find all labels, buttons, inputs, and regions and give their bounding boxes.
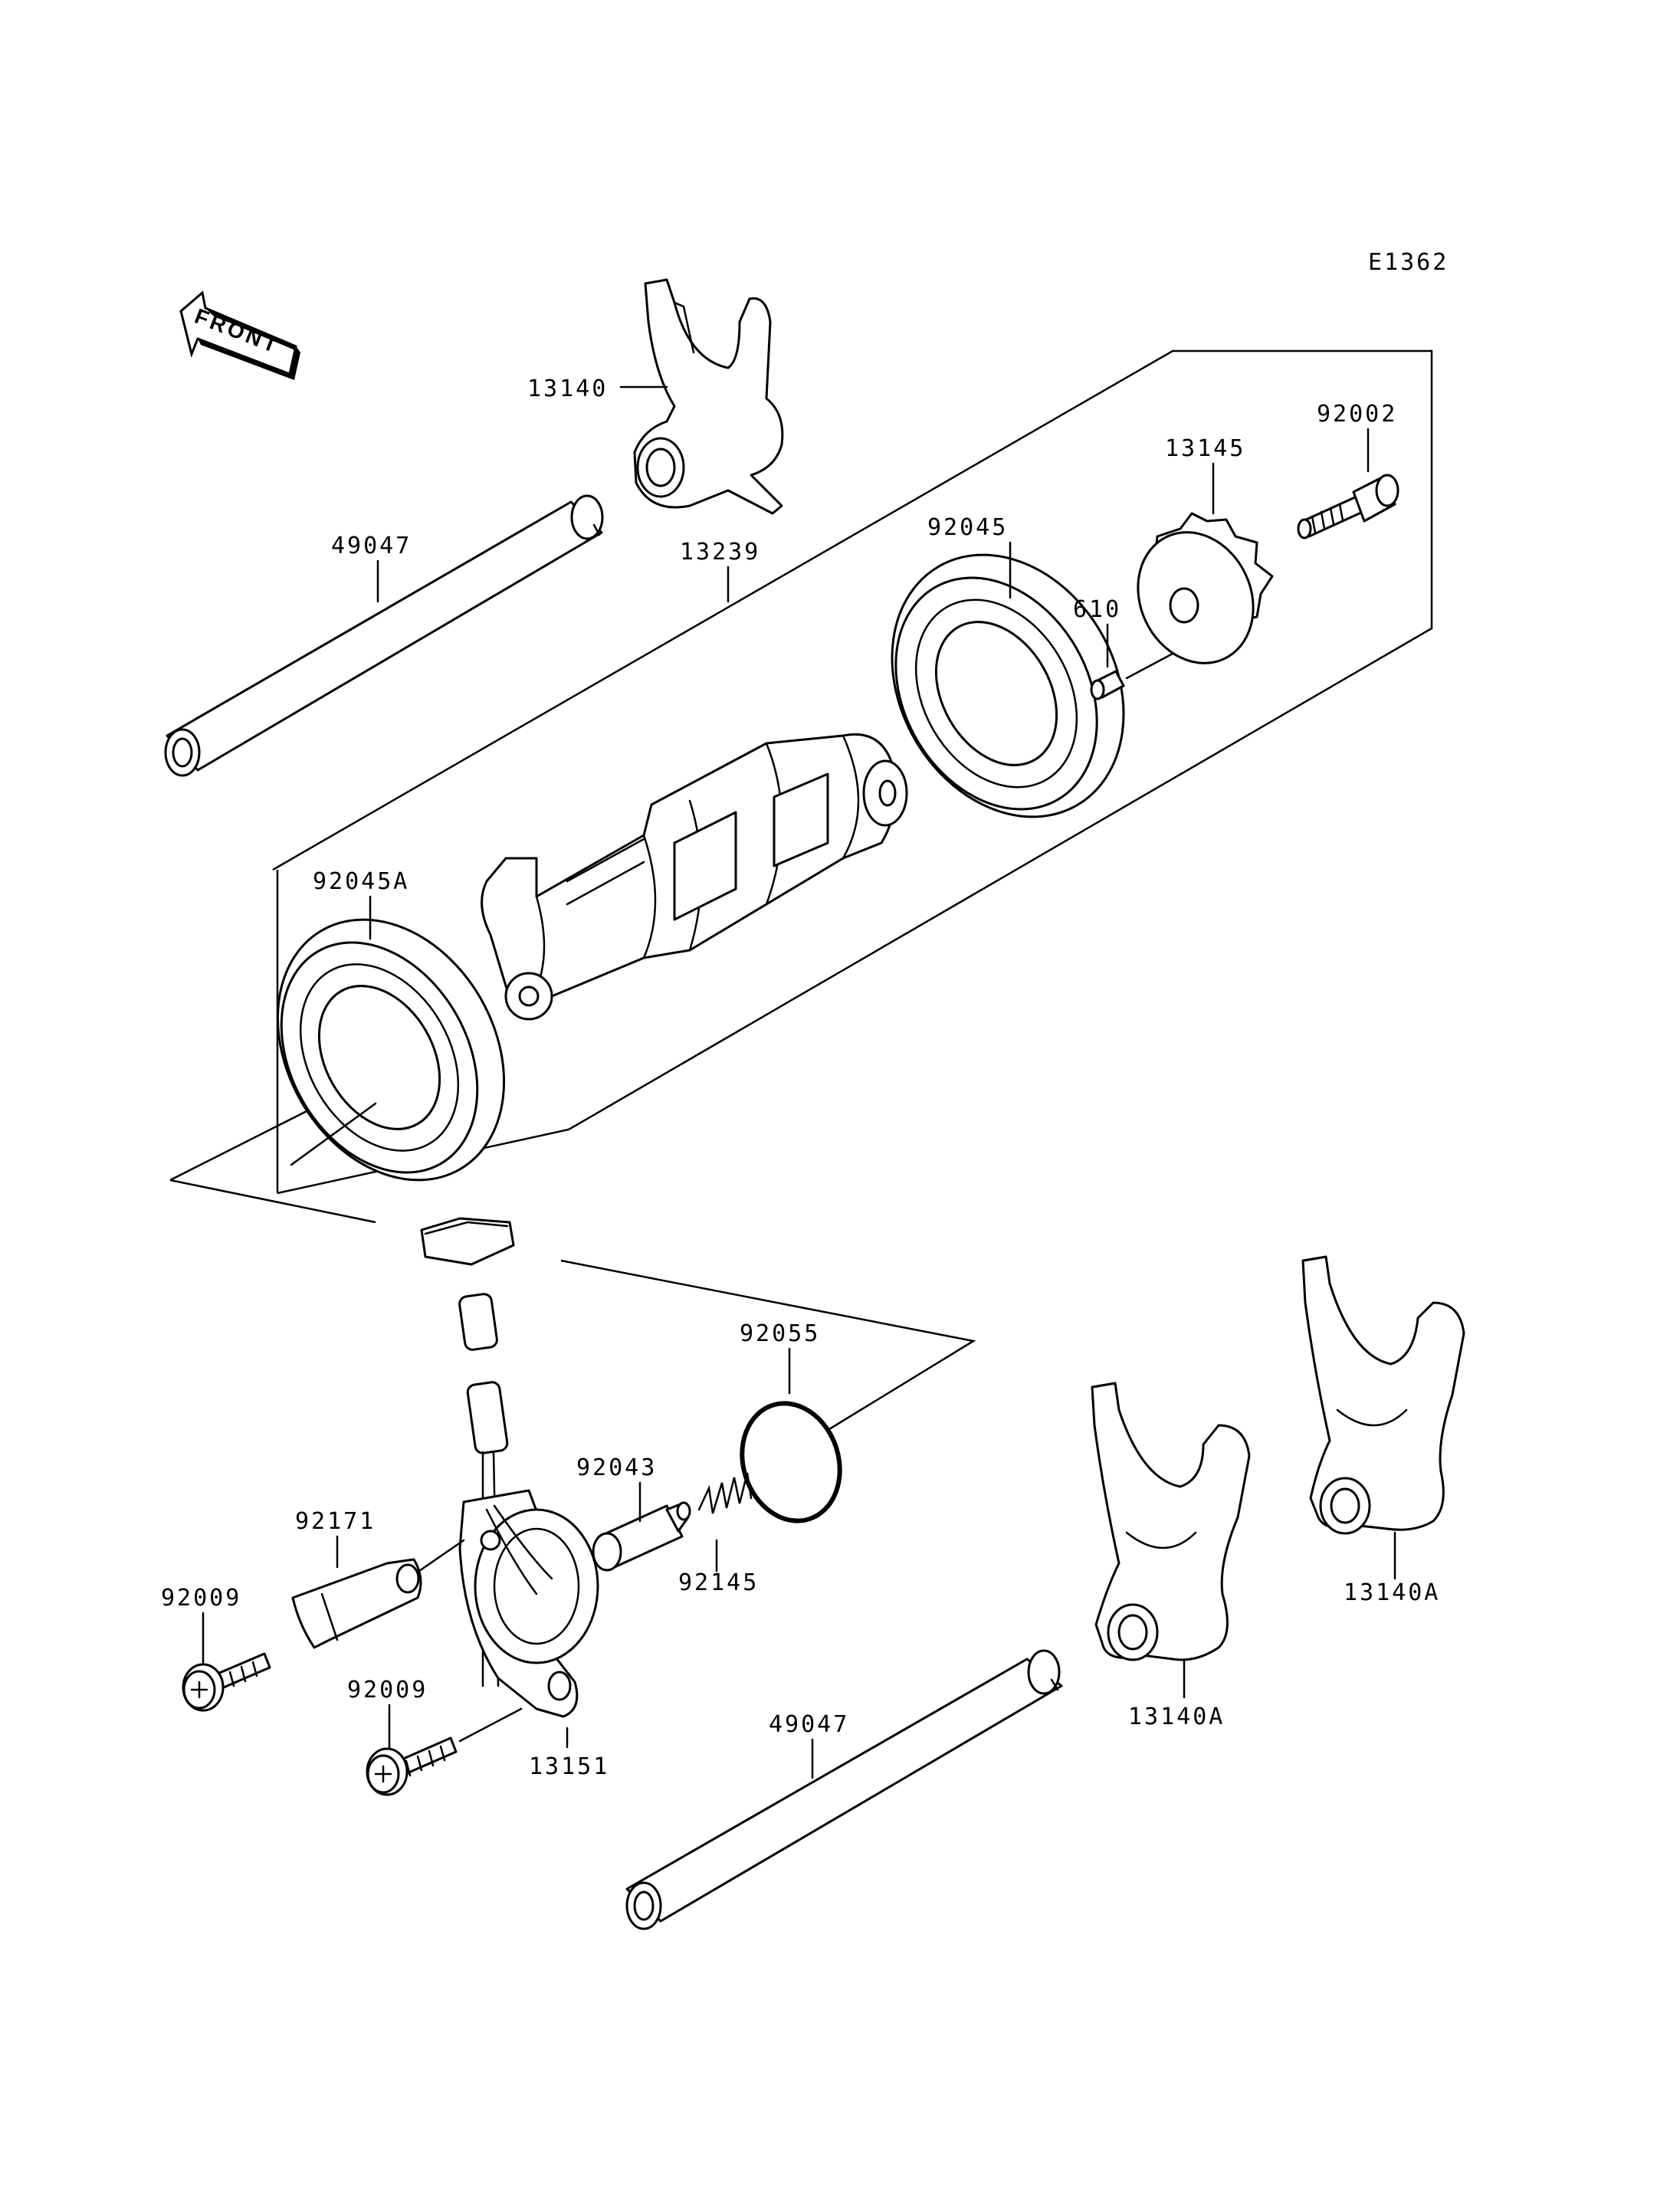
diagram-code: E1362 [1368, 249, 1449, 276]
label-92145: 92145 [678, 1569, 759, 1596]
label-13151: 13151 [529, 1753, 609, 1780]
shaft-upper [164, 494, 604, 777]
oring-92055 [740, 1401, 842, 1523]
assembly-frame [169, 349, 1433, 1224]
label-13140: 13140 [527, 375, 608, 402]
neutral-switch [420, 1217, 599, 1718]
label-92009-lower: 92009 [347, 1677, 428, 1703]
label-92045: 92045 [927, 514, 1008, 541]
shift-fork-middle [1091, 1382, 1251, 1661]
label-92002: 92002 [1317, 401, 1397, 428]
bearing-right [891, 553, 1125, 818]
plunger-92043 [592, 1501, 691, 1572]
label-13239: 13239 [680, 539, 760, 566]
shift-drum-cam [1137, 512, 1274, 664]
front-arrow-icon: FRONT [179, 290, 300, 380]
label-610: 610 [1073, 596, 1121, 623]
spring-92145 [697, 1472, 753, 1514]
bearing-left [276, 918, 506, 1182]
leader-lines [202, 385, 1396, 1779]
bolt-92002 [1297, 474, 1399, 539]
label-13140A-right: 13140A [1344, 1579, 1440, 1606]
shift-fork-upper [633, 278, 784, 515]
shaft-lower [625, 1649, 1063, 1930]
label-92043: 92043 [576, 1454, 657, 1481]
label-92045A: 92045A [313, 868, 409, 895]
label-49047-lower: 49047 [769, 1711, 849, 1738]
shift-fork-right [1301, 1255, 1465, 1535]
bolt-92009-lower [366, 1707, 523, 1796]
label-92055: 92055 [740, 1320, 820, 1347]
label-13145: 13145 [1165, 435, 1245, 462]
label-13140A-middle: 13140A [1128, 1703, 1225, 1730]
label-92009-left: 92009 [161, 1585, 241, 1612]
label-49047-upper: 49047 [331, 533, 412, 559]
shift-drum [481, 733, 908, 1021]
oring-frame [560, 1259, 976, 1431]
holder-92171 [291, 1539, 465, 1649]
bolt-92009-left [182, 1652, 271, 1712]
label-92171: 92171 [295, 1508, 376, 1535]
